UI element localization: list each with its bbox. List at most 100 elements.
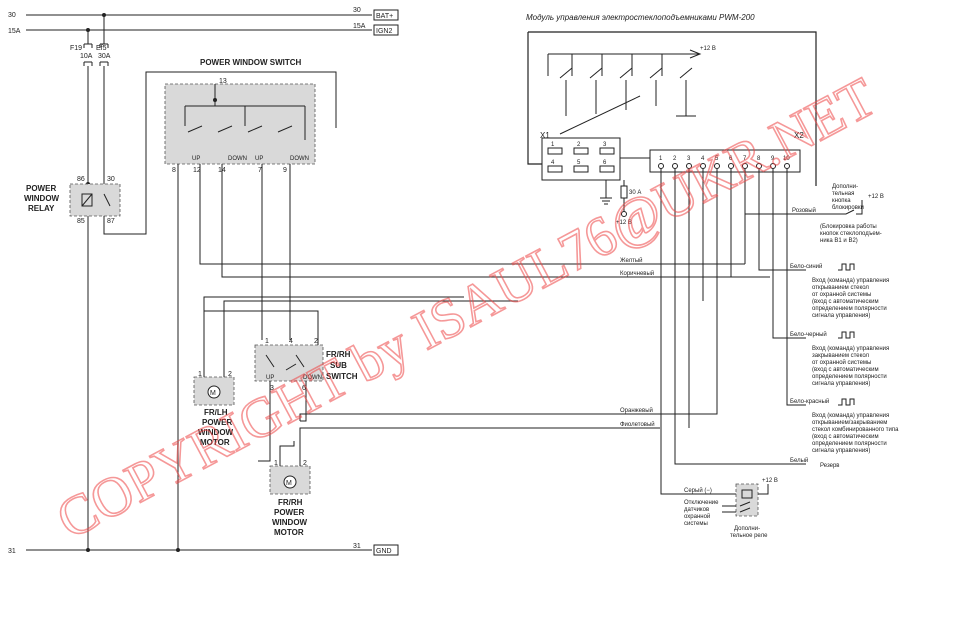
pws-contact-icons: [187, 125, 293, 133]
pws-label-up-2: UP: [255, 156, 263, 162]
sub-switch-box: [254, 344, 324, 382]
relay-title-1: POWER: [26, 184, 56, 193]
reserve-label: Резерв: [820, 463, 840, 469]
sensor-off-1: Отключение: [684, 500, 719, 506]
x2-pin-9: 9: [771, 156, 775, 162]
x2-pins: 1 2 3 4 5 6 7 8 9 10: [658, 156, 790, 169]
rail-gnd-tag: GND: [376, 548, 392, 555]
relay-87-wire: [103, 71, 337, 235]
annotations: Дополни- тельная кнопка блокировки +12 В…: [684, 184, 899, 539]
wire-brown-label: Коричневый: [620, 270, 654, 277]
extra-button-2: тельная: [832, 191, 854, 197]
relay-pin-87: 87: [107, 218, 115, 225]
module-wires: Желтый Коричневый Розовый Бело-синий Бел…: [299, 169, 855, 495]
violet-wire: [299, 427, 660, 466]
motor-lh-icon: [207, 385, 221, 399]
motor-rh-pin-1: 1: [274, 460, 278, 467]
open-cmd-2: открыванием стекол: [812, 285, 869, 291]
close-cmd-5: определением полярности: [812, 374, 887, 380]
relay-contact-icon: [103, 193, 111, 207]
pws-label-down-2: DOWN: [290, 156, 309, 162]
x2-pin-8: 8: [757, 156, 761, 162]
x2-label: X2: [794, 131, 804, 140]
relay-title-3: RELAY: [28, 204, 55, 213]
fuse-top-symbols: [83, 43, 109, 48]
fuse-ef5-rating: 30A: [98, 53, 111, 60]
fr-rh-motor: 1 2 M FR/RH POWER WINDOW MOTOR: [269, 427, 660, 537]
gray-wire: [660, 169, 736, 495]
fuse-ef5-name: Ef5: [96, 45, 107, 52]
rail-ign-tag: IGN2: [376, 28, 392, 35]
fuse-bottom-symbols: [83, 61, 109, 66]
relay-box: [69, 183, 121, 217]
close-cmd-6: сигнала управления): [812, 381, 870, 387]
motor-lh-symbol: M: [210, 390, 216, 397]
block-note-2: кнопок стеклоподъем-: [820, 231, 882, 237]
open-cmd-4: (вход с автоматическим: [812, 299, 879, 305]
rail-ign-right-label: 15A: [353, 23, 366, 30]
module-relay-contacts: [559, 67, 693, 79]
relay-pin-85: 85: [77, 218, 85, 225]
rail-ign-left-label: 15A: [8, 28, 21, 35]
sensor-off-4: системы: [684, 521, 708, 527]
extra-button-supply: +12 В: [868, 194, 884, 200]
white-blue-wire: [758, 169, 806, 271]
sub-contact-icons: [265, 354, 305, 371]
close-cmd-3: от охранной системы: [812, 359, 871, 366]
yellow-wire: [199, 164, 745, 265]
extra-button-1: Дополни-: [832, 184, 858, 190]
wire-violet-label: Фиолетовый: [620, 421, 655, 428]
combo-cmd-1: Вход (команда) управления: [812, 413, 889, 419]
open-cmd-6: сигнала управления): [812, 313, 870, 319]
close-cmd-1: Вход (команда) управления: [812, 346, 889, 352]
fuse-f19-rating: 10A: [80, 53, 93, 60]
extra-button-4: блокировки: [832, 205, 864, 211]
x1-pin-6: 6: [603, 160, 607, 166]
x2-pin-1: 1: [659, 156, 663, 162]
x1-connector: [541, 137, 621, 181]
motor-lh-pin-1: 1: [198, 371, 202, 378]
pws-pin-7: 7: [258, 167, 262, 174]
fr-rh-sub-switch: 1 4 2 UP DOWN 3 6 FR/RH SUB SWITCH: [204, 310, 358, 462]
pink-wire: [744, 169, 840, 215]
motor-rh-title-4: MOTOR: [274, 528, 304, 537]
open-cmd-3: от охранной системы: [812, 291, 871, 298]
power-window-relay: 86 30 85 87 POWER WINDOW RELAY: [24, 71, 337, 235]
rail-gnd-right-label: 31: [353, 543, 361, 550]
sub-pin-2: 2: [314, 338, 318, 345]
combo-cmd-6: сигнала управления): [812, 448, 870, 454]
sub-pin-1: 1: [265, 338, 269, 345]
wire-pink-label: Розовый: [792, 207, 816, 214]
sub-title-2: SUB: [330, 361, 347, 370]
relay-coil-icon: [81, 193, 93, 207]
fuse-f19-name: F19: [70, 45, 82, 52]
pws-label-down-1: DOWN: [228, 156, 247, 162]
x2-pin-10: 10: [783, 156, 790, 162]
x1-pin-2: 2: [577, 142, 581, 148]
motor-lh-title-4: MOTOR: [200, 438, 230, 447]
close-cmd-2: закрыванием стекол: [812, 353, 870, 359]
extra-button-3: кнопка: [832, 198, 851, 204]
motor-rh-title-2: POWER: [274, 508, 304, 517]
open-cmd-5: определением полярности: [812, 306, 887, 312]
pwm-module: Модуль управления электростеклоподъемник…: [526, 13, 817, 226]
sensor-off-2: датчиков: [684, 507, 709, 513]
extra-button-icon: [840, 200, 863, 215]
combo-cmd-5: определением полярности: [812, 441, 887, 447]
rail-bat-tag-box: [373, 9, 399, 21]
wire-orange-label: Оранжевый: [620, 407, 653, 414]
wire-white-red-label: Бело-красный: [790, 398, 829, 405]
motor-rh-pin-2: 2: [303, 460, 307, 467]
sub-pin-3: 3: [270, 385, 274, 392]
motor-rh-title-3: WINDOW: [272, 518, 308, 527]
motor-lh-title-2: POWER: [202, 418, 232, 427]
module-supply-label: +12 В: [700, 46, 716, 52]
wire-white-label: Белый: [790, 457, 808, 464]
x2-pin-4: 4: [701, 156, 705, 162]
pulse-icon-3: [838, 398, 855, 406]
motor-lh-title-1: FR/LH: [204, 408, 228, 417]
pws-pin-8: 8: [172, 167, 176, 174]
close-cmd-4: (вход с автоматическим: [812, 367, 879, 373]
extra-relay-box: [735, 483, 759, 517]
